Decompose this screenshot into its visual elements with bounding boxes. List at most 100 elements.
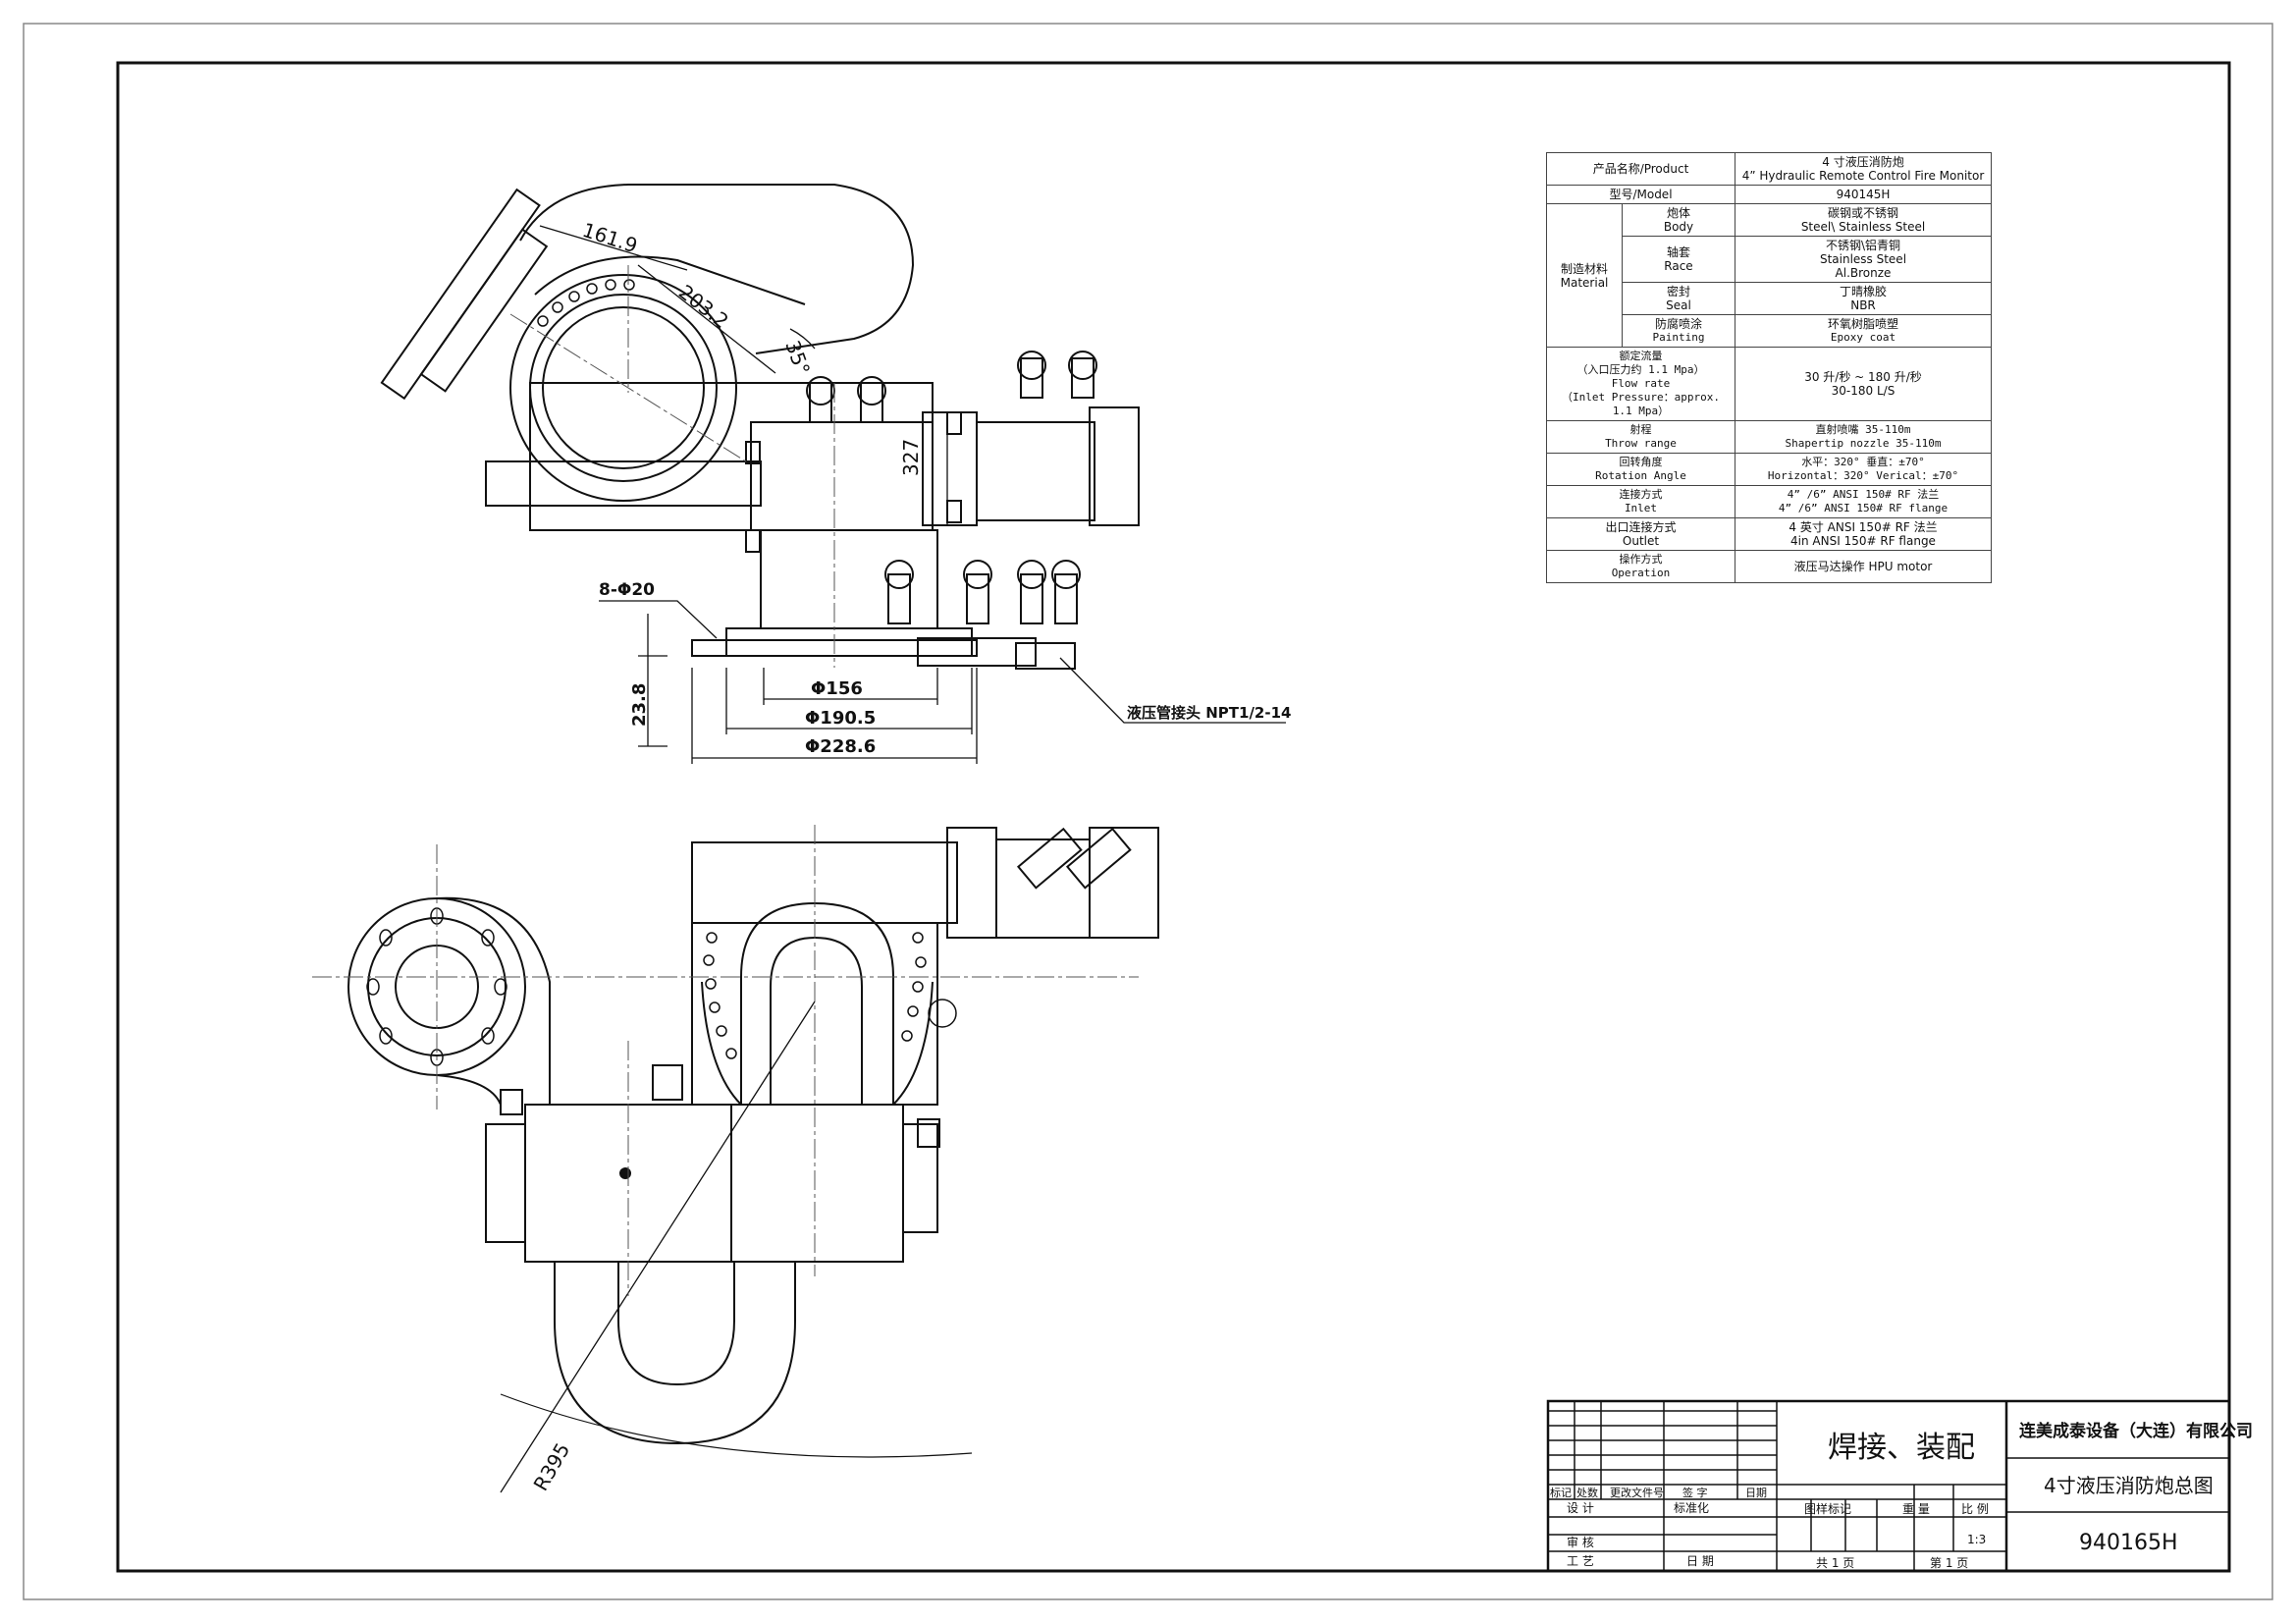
spec-inlet-label: 连接方式 Inlet — [1546, 485, 1735, 518]
spec-material-en: Material — [1560, 275, 1609, 290]
outer-border — [23, 23, 2273, 1600]
spec-inlet-v2: 4” /6” ANSI 150# RF flange — [1778, 502, 1949, 514]
spec-race-value-cn: 不锈钢\铝青铜 — [1825, 239, 1901, 252]
spec-painting-value-en: Epoxy coat — [1830, 331, 1896, 344]
tb-total-pages: 共 1 页 — [1816, 1556, 1854, 1570]
spec-painting-value-cn: 环氧树脂喷塑 — [1827, 317, 1898, 331]
tb-count: 处数 — [1576, 1487, 1598, 1499]
spec-flow-v2: 30-180 L/S — [1831, 384, 1896, 398]
center-lines-plan — [312, 825, 1139, 1296]
spec-seal-cn: 密封 — [1666, 285, 1690, 298]
spec-product-en: 4” Hydraulic Remote Control Fire Monitor — [1741, 169, 1985, 183]
spec-outlet-cn: 出口连接方式 — [1605, 520, 1677, 534]
spec-race-en: Race — [1664, 259, 1693, 273]
spec-inlet-en: Inlet — [1624, 502, 1658, 514]
tb-scale: 1:3 — [1967, 1533, 1986, 1546]
tb-review: 审 核 — [1567, 1535, 1594, 1549]
dim-161-9: 161.9 — [579, 218, 640, 258]
spec-throw-value: 直射喷嘴 35-110m Shapertip nozzle 35-110m — [1735, 420, 1992, 454]
spec-rotation-en: Rotation Angle — [1595, 469, 1686, 482]
tb-design: 设 计 — [1567, 1501, 1594, 1515]
spec-painting-cn: 防腐喷涂 — [1654, 317, 1702, 331]
spec-product-label: 产品名称/Product — [1546, 152, 1735, 186]
spec-inlet-value: 4” /6” ANSI 150# RF 法兰 4” /6” ANSI 150# … — [1735, 485, 1992, 518]
spec-inlet-v1: 4” /6” ANSI 150# RF 法兰 — [1787, 488, 1940, 501]
tb-scale-label: 比 例 — [1961, 1502, 1989, 1516]
tb-date: 日期 — [1745, 1487, 1767, 1499]
spec-row-flow: 额定流量 （入口压力约 1.1 Mpa） Flow rate （Inlet Pr… — [1546, 347, 1992, 421]
spec-flow-l4: （Inlet Pressure：approx. — [1561, 391, 1721, 404]
spec-flow-l5: 1.1 Mpa） — [1612, 405, 1670, 417]
spec-row-inlet: 连接方式 Inlet 4” /6” ANSI 150# RF 法兰 4” /6”… — [1546, 485, 1992, 518]
spec-body-label: 炮体 Body — [1622, 203, 1735, 237]
side-elevation-view — [380, 184, 1140, 670]
spec-body-value-en: Steel\ Stainless Steel — [1800, 220, 1926, 234]
spec-seal-value: 丁晴橡胶 NBR — [1735, 282, 1992, 315]
drawing-frame — [116, 61, 2231, 1573]
spec-outlet-v2: 4in ANSI 150# RF flange — [1790, 534, 1936, 548]
spec-body-en: Body — [1663, 220, 1694, 234]
spec-row-model: 型号/Model 940145H — [1546, 185, 1992, 204]
spec-painting-en: Painting — [1652, 331, 1705, 344]
spec-outlet-v1: 4 英寸 ANSI 150# RF 法兰 — [1789, 520, 1938, 534]
spec-row-product: 产品名称/Product 4 寸液压消防炮 4” Hydraulic Remot… — [1546, 152, 1992, 186]
spec-race-value-en: Stainless Steel — [1819, 252, 1907, 266]
spec-body-cn: 炮体 — [1666, 206, 1690, 220]
spec-model-value: 940145H — [1735, 185, 1992, 204]
tb-page: 第 1 页 — [1930, 1556, 1968, 1570]
title-block — [1546, 1399, 2231, 1573]
spec-outlet-label: 出口连接方式 Outlet — [1546, 517, 1735, 551]
spec-row-race: 轴套 Race 不锈钢\铝青铜 Stainless Steel Al.Bronz… — [1547, 236, 1992, 283]
spec-race-value: 不锈钢\铝青铜 Stainless Steel Al.Bronze — [1735, 236, 1992, 283]
dim-dia-156: Φ156 — [811, 678, 863, 699]
spec-throw-label: 射程 Throw range — [1546, 420, 1735, 454]
tb-pattern-mark: 图样标记 — [1804, 1501, 1851, 1516]
spec-row-body: 制造材料 Material 炮体 Body 碳钢或不锈钢 Steel\ Stai… — [1546, 203, 1992, 348]
tb-doc: 更改文件号 — [1610, 1486, 1664, 1499]
spec-product-value: 4 寸液压消防炮 4” Hydraulic Remote Control Fir… — [1735, 152, 1992, 186]
dim-bolt-holes: 8-Φ20 — [599, 580, 655, 600]
title-block-text: 标记 处数 更改文件号 签 字 日期 设 计 标准化 审 核 工 艺 日 期 焊… — [1550, 1421, 2253, 1570]
spec-outlet-value: 4 英寸 ANSI 150# RF 法兰 4in ANSI 150# RF fl… — [1735, 517, 1992, 551]
spec-flow-l2: （入口压力约 1.1 Mpa） — [1576, 363, 1705, 376]
spec-row-rotation: 回转角度 Rotation Angle 水平：320° 垂直：±70° Hori… — [1546, 453, 1992, 486]
spec-row-painting: 防腐喷涂 Painting 环氧树脂喷塑 Epoxy coat — [1547, 314, 1992, 348]
spec-table: 产品名称/Product 4 寸液压消防炮 4” Hydraulic Remot… — [1546, 152, 1992, 583]
dim-203-2: 203.2 — [674, 280, 733, 333]
tb-date2: 日 期 — [1686, 1554, 1714, 1568]
spec-material-cn: 制造材料 — [1560, 261, 1608, 276]
spec-seal-value-cn: 丁晴橡胶 — [1839, 285, 1887, 298]
dim-r395: R395 — [529, 1438, 575, 1494]
spec-body-value: 碳钢或不锈钢 Steel\ Stainless Steel — [1735, 203, 1992, 237]
fitting-callout: 液压管接头 NPT1/2-14 — [1127, 704, 1291, 722]
center-lines-top — [509, 265, 835, 668]
plan-view — [347, 827, 1159, 1493]
tb-drawing-title: 4寸液压消防炮总图 — [2044, 1474, 2214, 1497]
spec-operation-en: Operation — [1611, 567, 1671, 579]
spec-rotation-value: 水平：320° 垂直：±70° Horizontal：320° Verical：… — [1735, 453, 1992, 486]
tb-weight: 重 量 — [1902, 1502, 1930, 1516]
spec-flow-v1: 30 升/秒 ~ 180 升/秒 — [1804, 370, 1922, 384]
tb-mark: 标记 — [1550, 1486, 1572, 1499]
spec-rotation-v2: Horizontal：320° Verical：±70° — [1767, 469, 1959, 482]
dimension-lines-top — [539, 225, 1286, 764]
spec-throw-v2: Shapertip nozzle 35-110m — [1785, 437, 1942, 450]
spec-seal-en: Seal — [1666, 298, 1691, 312]
tb-standard: 标准化 — [1674, 1501, 1709, 1515]
spec-race-value-en2: Al.Bronze — [1835, 266, 1892, 280]
tb-craft: 工 艺 — [1567, 1554, 1594, 1568]
spec-flow-value: 30 升/秒 ~ 180 升/秒 30-180 L/S — [1735, 347, 1992, 421]
tb-company: 连美成泰设备（大连）有限公司 — [2019, 1421, 2253, 1441]
dim-327: 327 — [899, 439, 923, 476]
spec-throw-en: Throw range — [1605, 437, 1677, 450]
spec-product-cn: 4 寸液压消防炮 — [1822, 155, 1904, 169]
spec-inlet-cn: 连接方式 — [1619, 488, 1663, 501]
spec-seal-value-en: NBR — [1850, 298, 1876, 312]
spec-throw-v1: 直射喷嘴 35-110m — [1815, 423, 1911, 436]
spec-painting-label: 防腐喷涂 Painting — [1622, 314, 1735, 348]
spec-operation-label: 操作方式 Operation — [1546, 550, 1735, 583]
spec-flow-l1: 额定流量 — [1619, 350, 1663, 362]
tb-sign: 签 字 — [1682, 1486, 1708, 1499]
dim-dia-228-6: Φ228.6 — [805, 736, 876, 757]
spec-flow-l3: Flow rate — [1611, 377, 1671, 390]
